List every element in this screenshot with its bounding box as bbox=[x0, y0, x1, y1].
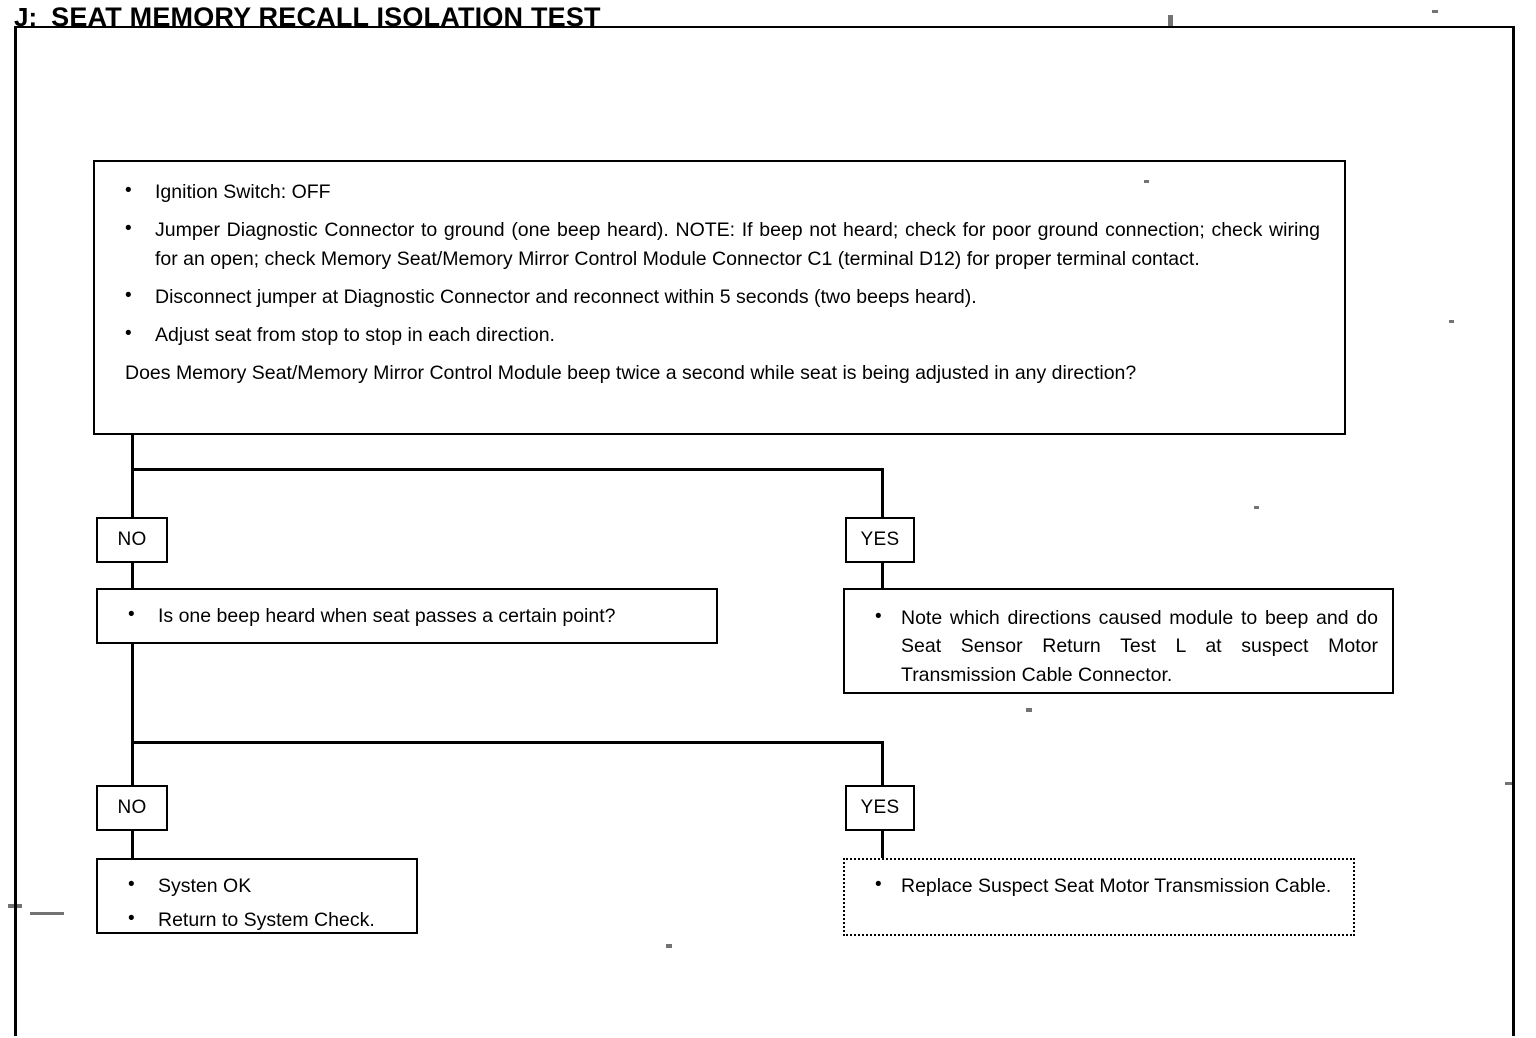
scan-speckle bbox=[666, 944, 672, 948]
connector-yes-to-step2 bbox=[881, 563, 884, 589]
branch2-yes-label: YES bbox=[845, 785, 915, 831]
step3-yes-box: Replace Suspect Seat Motor Transmission … bbox=[843, 858, 1355, 936]
scan-speckle bbox=[1144, 180, 1149, 183]
step2-no-bullet-list: Is one beep heard when seat passes a cer… bbox=[106, 601, 615, 630]
connector-step2-down bbox=[131, 644, 134, 744]
connector-branch1-yes-down bbox=[881, 468, 884, 518]
step3-no-bullet-list: Systen OK Return to System Check. bbox=[106, 871, 408, 935]
step1-question: Does Memory Seat/Memory Mirror Control M… bbox=[125, 362, 1137, 385]
branch2-no-label: NO bbox=[96, 785, 168, 831]
scan-speckle bbox=[1432, 10, 1438, 13]
scan-speckle bbox=[1505, 782, 1514, 785]
page-title-letter: J: bbox=[14, 1, 38, 32]
branch1-no-text: NO bbox=[117, 529, 147, 550]
step2-no-box: Is one beep heard when seat passes a cer… bbox=[96, 588, 718, 644]
connector-branch1-no-down bbox=[131, 468, 134, 518]
connector-no-to-step3 bbox=[131, 831, 134, 859]
branch2-no-text: NO bbox=[117, 797, 147, 818]
connector-yes-to-step3 bbox=[881, 831, 884, 859]
list-item: Jumper Diagnostic Connector to ground (o… bbox=[103, 215, 1326, 273]
branch2-yes-text: YES bbox=[860, 797, 900, 818]
list-item: Note which directions caused module to b… bbox=[853, 603, 1378, 689]
list-item: Replace Suspect Seat Motor Transmission … bbox=[853, 871, 1343, 900]
step1-box: Ignition Switch: OFF Jumper Diagnostic C… bbox=[93, 160, 1346, 435]
branch1-yes-text: YES bbox=[860, 529, 900, 550]
list-item: Adjust seat from stop to stop in each di… bbox=[103, 320, 1326, 349]
page-border bbox=[14, 26, 1515, 1036]
branch1-no-label: NO bbox=[96, 517, 168, 563]
step3-yes-bullet-list: Replace Suspect Seat Motor Transmission … bbox=[853, 871, 1343, 900]
scan-speckle bbox=[1449, 320, 1454, 323]
list-item: Is one beep heard when seat passes a cer… bbox=[106, 601, 615, 630]
connector-branch1-horizontal bbox=[131, 468, 884, 471]
connector-step1-down bbox=[131, 435, 134, 471]
list-item: Systen OK bbox=[106, 871, 408, 900]
list-item: Disconnect jumper at Diagnostic Connecto… bbox=[103, 282, 1326, 311]
connector-branch2-no-down bbox=[131, 741, 134, 786]
scan-speckle bbox=[30, 912, 64, 915]
connector-branch2-horizontal bbox=[131, 741, 884, 744]
scan-speckle bbox=[1168, 15, 1173, 26]
connector-branch2-yes-down bbox=[881, 741, 884, 786]
scan-speckle bbox=[1254, 506, 1259, 509]
list-item: Ignition Switch: OFF bbox=[103, 177, 1326, 206]
step1-bullet-list: Ignition Switch: OFF Jumper Diagnostic C… bbox=[103, 177, 1326, 349]
step2-yes-box: Note which directions caused module to b… bbox=[843, 588, 1394, 694]
step3-no-box: Systen OK Return to System Check. bbox=[96, 858, 418, 934]
connector-no-to-step2 bbox=[131, 563, 134, 589]
list-item: Return to System Check. bbox=[106, 905, 408, 934]
scan-speckle bbox=[8, 904, 22, 908]
scan-speckle bbox=[1026, 708, 1032, 712]
branch1-yes-label: YES bbox=[845, 517, 915, 563]
step2-yes-bullet-list: Note which directions caused module to b… bbox=[853, 603, 1378, 689]
